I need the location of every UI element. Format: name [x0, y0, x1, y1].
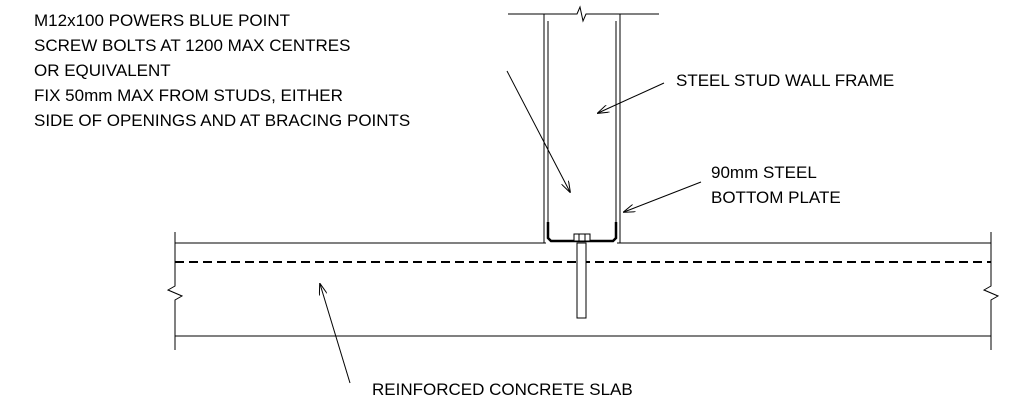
bolt-note-line-1: M12x100 POWERS BLUE POINT — [34, 11, 290, 30]
leader-stud-frame — [598, 82, 665, 113]
slab-break-left — [166, 232, 184, 350]
bolt-note-line-2: SCREW BOLTS AT 1200 MAX CENTRES — [34, 36, 350, 55]
wall-top-break — [508, 5, 659, 23]
bolt-head — [573, 233, 591, 242]
leader-bolt-note — [506, 70, 570, 192]
bolt-note-line-4: FIX 50mm MAX FROM STUDS, EITHER — [34, 86, 343, 105]
bolt-note-line-3: OR EQUIVALENT — [34, 61, 171, 80]
leader-lines — [320, 70, 702, 384]
screw-bolt-shank — [576, 242, 587, 319]
slab-break-right — [982, 232, 1000, 350]
leader-slab — [320, 284, 351, 384]
bolt-note-line-5: SIDE OF OPENINGS AND AT BRACING POINTS — [34, 111, 410, 130]
steel-stud-wall — [508, 5, 659, 243]
bottom-plate-label-line-2: BOTTOM PLATE — [711, 188, 841, 207]
bottom-plate-label-line-1: 90mm STEEL — [711, 163, 817, 182]
slab-label: REINFORCED CONCRETE SLAB — [372, 380, 633, 399]
stud-frame-label: STEEL STUD WALL FRAME — [676, 71, 894, 90]
leader-bottom-plate — [624, 181, 702, 212]
